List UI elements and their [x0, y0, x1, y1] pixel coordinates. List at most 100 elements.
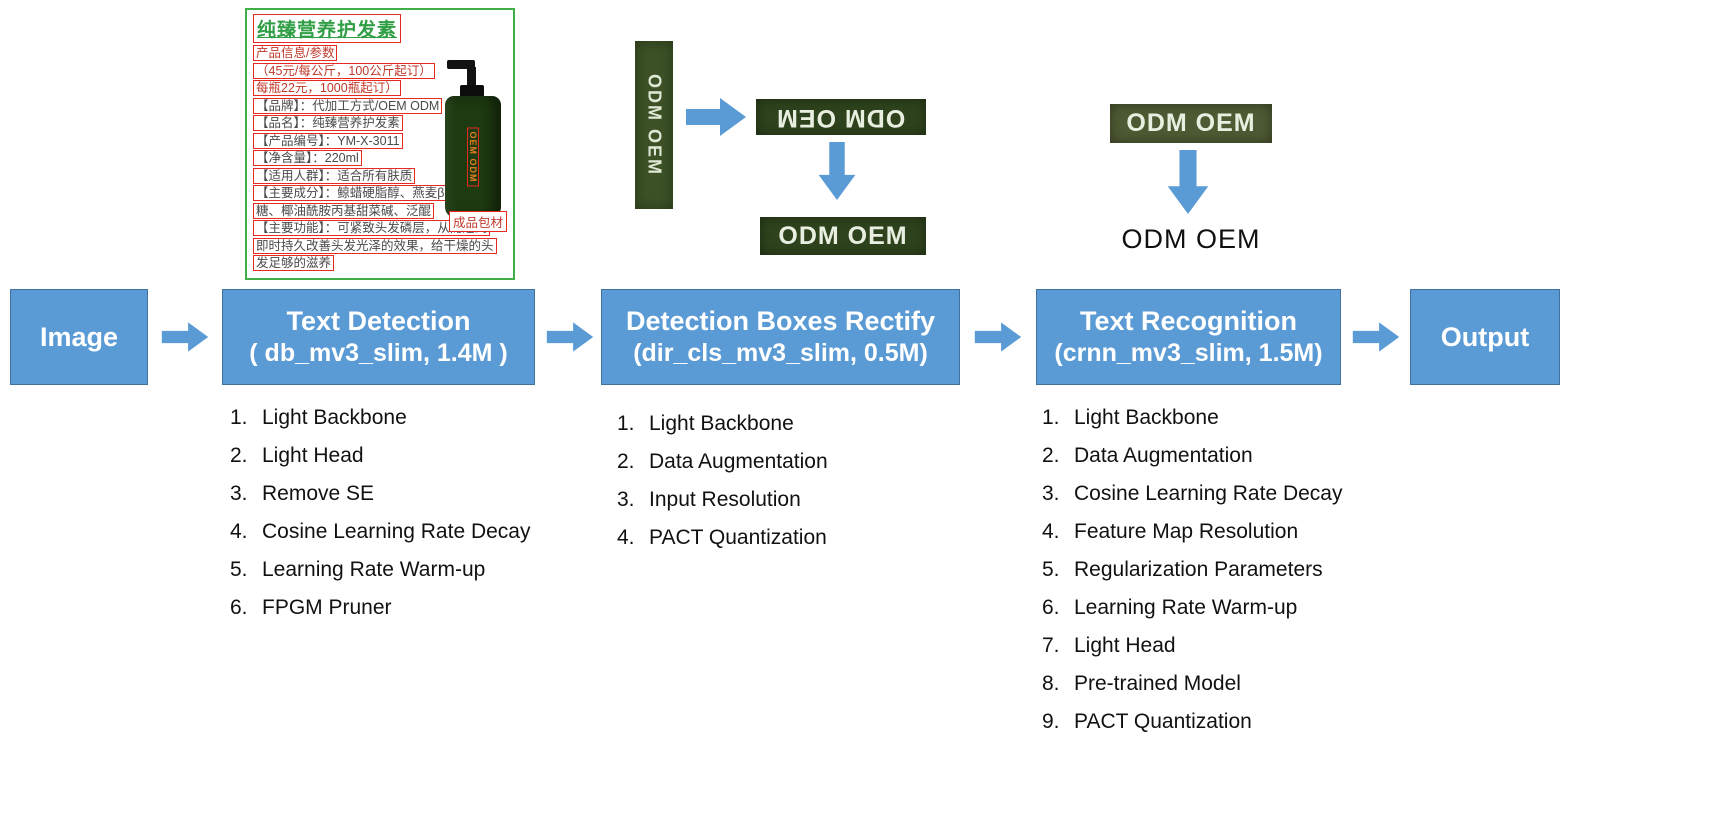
list-item-text: Input Resolution	[649, 488, 801, 511]
list-item: 产品信息/参数	[253, 45, 338, 61]
flow-arrow-icon	[974, 322, 1022, 352]
rectified-text: ODM OEM	[778, 221, 908, 250]
flow-box-label: Text Detection	[286, 306, 471, 336]
flow-box-sublabel: (dir_cls_mv3_slim, 0.5M)	[633, 339, 928, 367]
list-item-text: Learning Rate Warm-up	[262, 558, 486, 581]
product-title-text: 纯臻营养护发素	[257, 20, 398, 41]
list-item: 5. Learning Rate Warm-up	[230, 558, 531, 582]
list-item-number: 1.	[617, 412, 635, 435]
list-item-text: 【主要功能】：可紧致头发磷层，从而达到	[256, 221, 488, 235]
bottle-body: OEM ODM	[445, 96, 501, 218]
list-item-number: 1.	[230, 406, 248, 429]
list-item-number: 4.	[617, 526, 635, 549]
list-item: 5.Regularization Parameters	[1042, 558, 1343, 582]
list-item: 【产品编号】：YM-X-3011	[253, 132, 403, 149]
list-item: 4. Cosine Learning Rate Decay	[230, 520, 531, 544]
list-item-number: 9.	[1042, 710, 1060, 733]
list-item-text: （45元/每公斤，100公斤起订）	[256, 63, 432, 78]
list-item-text: Light Head	[262, 444, 364, 467]
recognition-image-text: ODM OEM	[1126, 109, 1256, 137]
list-item-number: 6.	[1042, 596, 1060, 619]
list-item: 2. Data Augmentation	[617, 450, 828, 474]
detected-text-lines: 产品信息/参数 （45元/每公斤，100公斤起订） 每瓶22元，1000瓶起订） 【品…	[253, 45, 507, 271]
bottle-label-text: OEM ODM	[467, 127, 479, 187]
list-item: 2. Light Head	[230, 444, 531, 468]
down-arrow-icon	[818, 142, 856, 200]
list-item-text: Cosine Learning Rate Decay	[1074, 482, 1343, 505]
flow-box-sublabel: (crnn_mv3_slim, 1.5M)	[1054, 339, 1323, 367]
flow-box-text-detection: Text Detection ( db_mv3_slim, 1.4M )	[222, 289, 535, 385]
list-item-text: Cosine Learning Rate Decay	[262, 520, 531, 543]
list-item-text: 每瓶22元，1000瓶起订）	[256, 81, 398, 95]
rectify-feature-list: 1.Light Backbone 2. Data Augmentation 3. Inp…	[617, 412, 828, 564]
flow-box-detection-boxes-rectify: Detection Boxes Rectify (dir_cls_mv3_sli…	[601, 289, 960, 385]
list-item: 2. Data Augmentation	[1042, 444, 1343, 468]
flow-box-label: Text Recognition	[1079, 306, 1297, 336]
flow-box-image: Image	[10, 289, 148, 385]
right-arrow-icon	[686, 98, 746, 136]
list-item: 1.Light Backbone	[617, 412, 828, 436]
list-item-text: Pre-trained Model	[1074, 672, 1241, 695]
list-item-number: 2.	[617, 450, 635, 473]
flow-box-text-recognition: Text Recognition (crnn_mv3_slim, 1.5M)	[1036, 289, 1341, 385]
list-item: 1. Light Backbone	[1042, 406, 1343, 430]
list-item-text: Data Augmentation	[649, 450, 828, 473]
bottle-pump-stem	[467, 67, 476, 86]
detection-example-image: 纯臻营养护发素 产品信息/参数 （45元/每公斤，100公斤起订） 每瓶22元，10…	[245, 8, 515, 280]
rotated-text-image: ODM OEM	[635, 41, 673, 209]
down-arrow-icon	[1167, 150, 1209, 214]
list-item-text: PACT Quantization	[1074, 710, 1252, 733]
flow-arrow-icon	[161, 322, 209, 352]
list-item-number: 3.	[230, 482, 248, 505]
list-item: （45元/每公斤，100公斤起订）	[253, 62, 435, 79]
flipped-text: ODM OEM	[776, 103, 906, 132]
flow-box-label: Detection Boxes Rectify	[625, 306, 936, 336]
list-item-text: Light Head	[1074, 634, 1176, 657]
recognition-input-image: ODM OEM	[1110, 104, 1272, 143]
rectified-text-image: ODM OEM	[760, 217, 926, 255]
list-item-text: 【产品编号】：YM-X-3011	[256, 133, 400, 148]
list-item: 6.FPGM Pruner	[230, 596, 531, 620]
list-item-number: 8.	[1042, 672, 1060, 695]
flow-box-label: Output	[1440, 321, 1530, 352]
list-item-text: 【品牌】：代加工方式/OEM ODM	[256, 98, 440, 113]
list-item-number: 4.	[1042, 520, 1060, 543]
list-item-text: 即时持久改善头发光泽的效果，给干燥的头	[256, 238, 494, 253]
list-item: 9. PACT Quantization	[1042, 710, 1343, 734]
list-item-number: 3.	[617, 488, 635, 511]
bottle-pump-collar	[460, 85, 484, 97]
list-item: 糖、椰油酰胺丙基甜菜碱、泛醌	[253, 202, 435, 219]
list-item-text: PACT Quantization	[649, 526, 827, 549]
flow-box-label: Image	[39, 321, 119, 352]
list-item-number: 2.	[230, 444, 248, 467]
flipped-text-image: ODM OEM	[756, 99, 926, 135]
recognition-result-text: ODM OEM	[1121, 224, 1261, 254]
list-item-text: 【净含量】：220ml	[256, 151, 359, 165]
list-item: 3. Input Resolution	[617, 488, 828, 512]
list-item-text: Regularization Parameters	[1074, 558, 1323, 581]
list-item: 每瓶22元，1000瓶起订）	[253, 80, 401, 96]
list-item-number: 2.	[1042, 444, 1060, 467]
flow-arrow-icon	[546, 322, 594, 352]
list-item: 7.Light Head	[1042, 634, 1343, 658]
flow-box-output: Output	[1410, 289, 1560, 385]
recognition-feature-list: 1. Light Backbone 2. Data Augmentation 3. Cos…	[1042, 406, 1343, 748]
list-item-text: 【适用人群】：适合所有肤质	[256, 168, 413, 183]
list-item-text: Data Augmentation	[1074, 444, 1253, 467]
list-item: 即时持久改善头发光泽的效果，给干燥的头	[253, 237, 497, 254]
side-label-box: 成品包材	[448, 211, 507, 232]
list-item: 8. Pre-trained Model	[1042, 672, 1343, 696]
list-item-text: 【品名】：纯臻营养护发素	[256, 116, 400, 130]
list-item: 【适用人群】：适合所有肤质	[253, 167, 416, 184]
list-item-number: 5.	[230, 558, 248, 581]
list-item: 【品牌】：代加工方式/OEM ODM	[253, 97, 443, 114]
list-item-text: Light Backbone	[1074, 406, 1219, 429]
list-item-number: 4.	[230, 520, 248, 543]
list-item-number: 3.	[1042, 482, 1060, 505]
list-item-text: 糖、椰油酰胺丙基甜菜碱、泛醌	[256, 203, 432, 218]
flow-box-sublabel: ( db_mv3_slim, 1.4M )	[249, 339, 508, 367]
list-item-text: Feature Map Resolution	[1074, 520, 1299, 543]
list-item-number: 1.	[1042, 406, 1060, 429]
list-item-number: 6.	[230, 596, 248, 619]
